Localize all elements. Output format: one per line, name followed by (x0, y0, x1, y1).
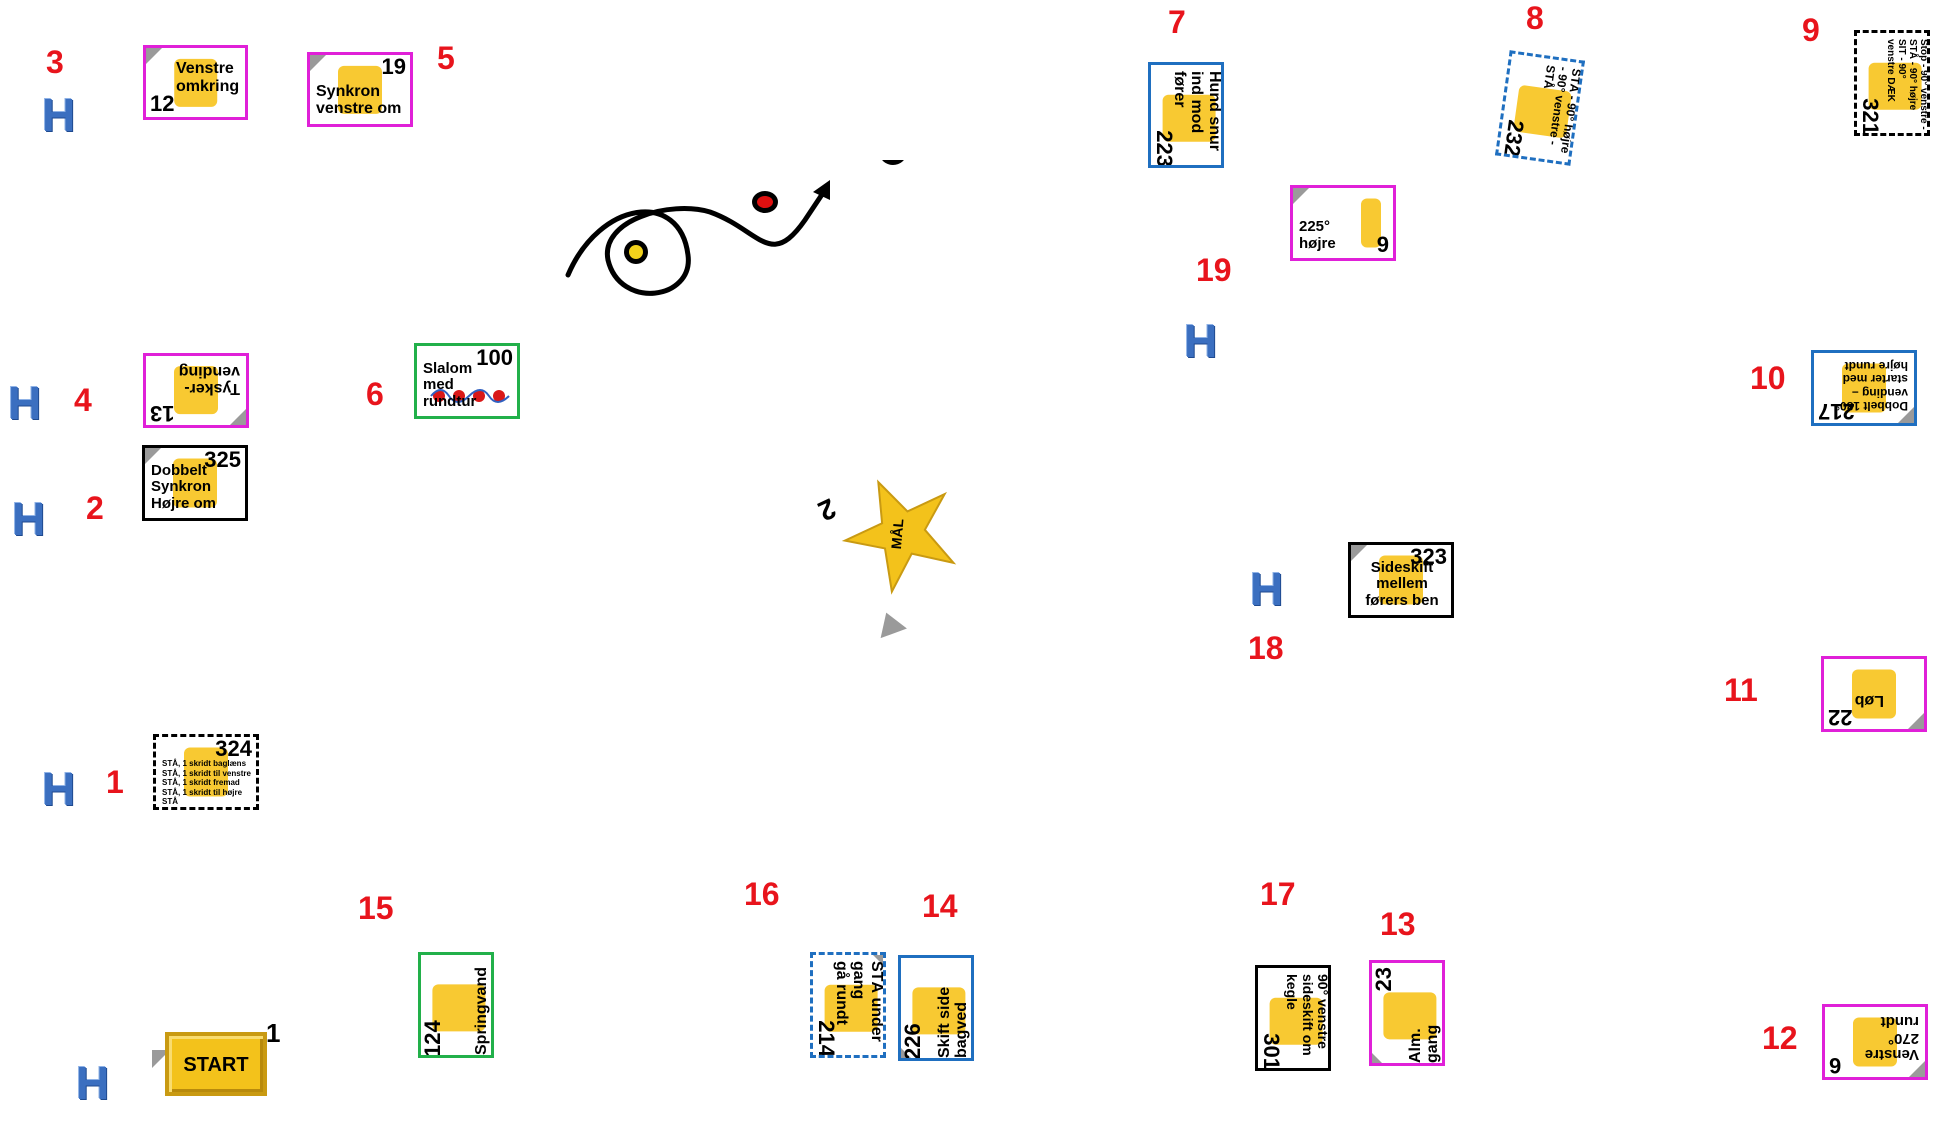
station-number-6: 6 (366, 378, 384, 410)
sign-321-stop: 321 Stop - 90° venstre - STÅ - 90° højre… (1854, 30, 1930, 136)
sign-label: Venstre omkring (176, 60, 241, 95)
sign-23-alm-gang: 23 Alm. gang (1369, 960, 1445, 1066)
corner-marker-icon (230, 409, 246, 425)
h-marker-18: H (1250, 566, 1283, 612)
station-number-1: 1 (106, 766, 124, 798)
station-number-18: 18 (1248, 632, 1284, 664)
sign-label: Dobbelt Synkron Højre om (151, 463, 241, 513)
station-number-5: 5 (437, 42, 455, 74)
course-path-diagram (560, 160, 940, 340)
sign-6-venstre-270: 6 Venstre 270° rundt (1822, 1004, 1928, 1080)
station-number-2: 2 (86, 492, 104, 524)
sign-label: STÅ - 90° højre - 90° venstre - STÅ (1530, 64, 1583, 165)
sign-label: Løb (1828, 691, 1884, 709)
station-number-4: 4 (74, 384, 92, 416)
sign-22-lob: 22 Løb (1821, 656, 1927, 732)
sign-label: Tysker- vending (150, 362, 240, 397)
sign-label: Stop - 90° venstre - STÅ - 90° højre SIT… (1885, 39, 1929, 135)
corner-marker-icon (310, 55, 326, 71)
station-number-8: 8 (1526, 2, 1544, 34)
yellow-cone-inner (629, 245, 643, 259)
h-marker-19: H (1184, 318, 1217, 364)
h-marker-1: H (42, 766, 75, 812)
start-sign: START (165, 1032, 267, 1096)
corner-marker-icon (1908, 713, 1924, 729)
sign-code: 12 (150, 92, 174, 115)
h-marker-4: H (8, 380, 41, 426)
sign-124-springvand: 124 Springvand (418, 952, 494, 1058)
start-code: 1 (266, 1018, 280, 1049)
station-number-7: 7 (1168, 6, 1186, 38)
h-marker-3: H (42, 92, 75, 138)
sign-code: 23 (1372, 967, 1395, 991)
station-number-16: 16 (744, 878, 780, 910)
corner-marker-icon (1372, 1053, 1388, 1066)
sign-13-tyskervending: 13 Tysker- vending (143, 353, 249, 428)
station-number-10: 10 (1750, 362, 1786, 394)
sign-9-225-hojre: 9 225° højre (1290, 185, 1396, 261)
red-cone-2-inner (757, 196, 773, 208)
station-number-19: 19 (1196, 254, 1232, 286)
station-number-3: 3 (46, 46, 64, 78)
sign-code: 232 (1500, 119, 1528, 159)
sign-label: Synkron venstre om (316, 83, 406, 118)
sign-label: Hund snur ind mod fører (1170, 71, 1223, 167)
sign-code: 13 (150, 402, 174, 425)
station-number-9: 9 (1802, 14, 1820, 46)
corner-marker-icon (1909, 1061, 1925, 1077)
sign-19-synkron-venstre-om: 19 Synkron venstre om (307, 52, 413, 127)
sign-12-venstre-omkring: Venstre omkring 12 (143, 45, 248, 120)
sign-label: STÅ, 1 skridt baglæns STÅ, 1 skridt til … (162, 759, 252, 807)
sign-code: 321 (1859, 98, 1882, 135)
sign-214-sta-under-gang: 214 STÅ under gang gå rundt (810, 952, 886, 1058)
corner-marker-icon (146, 48, 162, 64)
sign-232-sta-90: 232 STÅ - 90° højre - 90° venstre - STÅ (1495, 50, 1585, 166)
station-number-13: 13 (1380, 908, 1416, 940)
sign-324-steps: 324 STÅ, 1 skridt baglæns STÅ, 1 skridt … (153, 734, 259, 810)
sign-301-venstre-sideskift: 301 90° venstre sideskift om kegle (1255, 965, 1331, 1071)
sign-label: Dobbelt 180° vending – starter med højre… (1818, 359, 1908, 412)
h-marker-start: H (76, 1060, 109, 1106)
route-line (568, 190, 825, 293)
station-number-15: 15 (358, 892, 394, 924)
sign-label: Sideskift mellem førers ben (1357, 560, 1447, 610)
sign-217-dobbelt-180: 217 Dobbelt 180° vending – starter med h… (1811, 350, 1917, 426)
sign-code: 19 (382, 55, 406, 78)
sign-label: Springvand (473, 959, 491, 1055)
sign-label: Venstre 270° rundt (1829, 1013, 1919, 1063)
start-label: START (169, 1054, 263, 1077)
goal-label: MÅL (888, 518, 907, 550)
h-marker-2: H (12, 496, 45, 542)
sign-code: 226 (901, 1023, 924, 1060)
sign-code: 301 (1260, 1033, 1283, 1070)
sign-code: 22 (1828, 706, 1852, 729)
sign-223-hund-snur: 223 Hund snur ind mod fører (1148, 62, 1224, 168)
sign-code: 324 (215, 737, 252, 760)
sign-label: STÅ under gang gå rundt (832, 961, 885, 1057)
sign-100-slalom: 100 Slalom med rundtur (414, 343, 520, 419)
corner-marker-icon (1293, 188, 1309, 204)
station-number-17: 17 (1260, 878, 1296, 910)
station-number-12: 12 (1762, 1022, 1798, 1054)
sign-label: Alm. gang (1407, 967, 1442, 1063)
station-number-14: 14 (922, 890, 958, 922)
sign-226-skift-side-bagved: 226 Skift side bagved (898, 955, 974, 1061)
sign-label: Slalom med rundtur (423, 361, 513, 411)
sign-label: 225° højre (1299, 219, 1389, 252)
red-cone-3 (880, 160, 906, 165)
station-number-11: 11 (1724, 674, 1758, 706)
sign-label: 90° venstre sideskift om kegle (1284, 974, 1330, 1070)
goal-star: MÅL 2 (822, 452, 998, 648)
sign-323-sideskift: 323 Sideskift mellem førers ben (1348, 542, 1454, 618)
sign-label: Skift side bagved (936, 962, 971, 1058)
sign-325-dobbelt-synkron: 325 Dobbelt Synkron Højre om (142, 445, 248, 521)
sign-code: 124 (421, 1020, 444, 1057)
